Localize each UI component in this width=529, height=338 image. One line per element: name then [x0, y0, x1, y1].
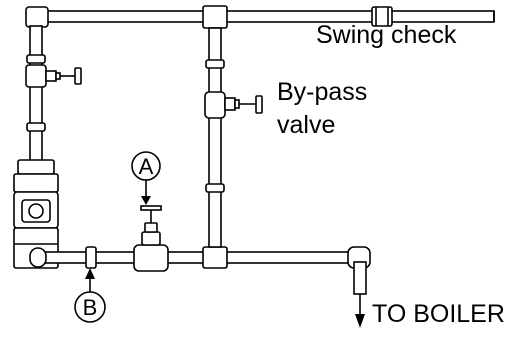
callout-b-label: B — [83, 295, 98, 320]
callout-a: A — [131, 151, 161, 205]
arrow-down-icon — [355, 314, 365, 328]
arrow-down-icon — [141, 196, 151, 205]
swing-check-label: Swing check — [316, 21, 457, 49]
bypass-label-line1: By-pass — [277, 78, 367, 106]
to-boiler-label: TO BOILER — [372, 300, 505, 328]
left-vertical-pipe — [25, 25, 82, 163]
callout-a-label: A — [139, 154, 154, 179]
valve-a — [133, 205, 169, 272]
bypass-label-line2: valve — [277, 111, 335, 139]
down-pipe — [353, 261, 367, 328]
top-pipe — [25, 5, 495, 29]
arrow-up-icon — [85, 268, 95, 279]
pump-unit — [13, 159, 59, 269]
bottom-pipe — [29, 246, 371, 269]
bypass-vertical-pipe — [204, 27, 263, 248]
callout-b: B — [74, 268, 106, 323]
